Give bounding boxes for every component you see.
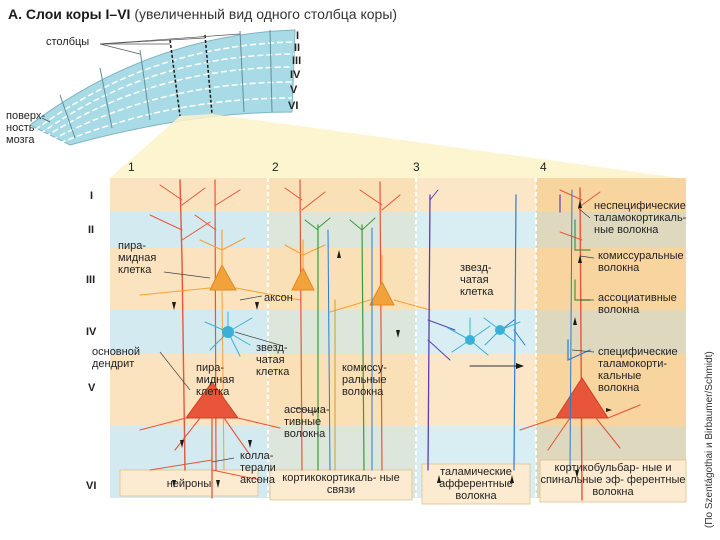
brain-surface-label: поверх- ность мозга [6,110,46,146]
axon-collaterals-label: колла- терали аксона [240,450,276,486]
figure-title-bold: А. Слои коры I–VI [8,6,131,22]
column-2-neurons [284,179,431,471]
nonspecific-fibers-label: неспецифические таламокортикаль- ные вол… [594,200,687,236]
layer-label-2: II [88,224,95,236]
inset-layer-1: I [296,30,300,42]
specific-fibers-label: специфические таламокорти- кальные волок… [598,346,678,394]
column-number-2: 2 [272,160,279,174]
figure-title-subtitle: (увеличенный вид одного столбца коры) [134,6,398,22]
column-1-neurons [139,179,301,499]
axon-label: аксон [264,292,293,304]
stellate-cell-right-label: звезд- чатая клетка [460,262,494,298]
columns-label: столбцы [46,36,90,48]
basal-dendrite-label: основной дендрит [92,346,140,370]
column-3-neurons [427,189,526,471]
figure-title: А. Слои коры I–VI (увеличенный вид одног… [8,6,397,22]
bottom-label-neurons: нейроны [166,478,212,490]
bottom-boxes [119,459,687,505]
association-fibers-label: ассоциа- тивные волокна [284,404,330,440]
pyramidal-cell-upper-label: пира- мидная клетка [118,240,157,276]
layer-label-6: VI [86,480,97,492]
label-pointers [159,207,595,463]
pyramidal-cell-lower-label: пира- мидная клетка [196,362,235,398]
direction-arrows [172,200,612,488]
source-credit: (По Szentágothai и Birbaumer/Schmidt) [704,351,715,528]
bottom-label-efferent: кортикобульбар- ные и спинальные эф- фер… [540,462,686,498]
column-4-neurons [519,187,641,501]
column-number-3: 3 [413,160,420,174]
inset-layer-6: VI [288,100,299,112]
layer-label-5: V [88,382,96,394]
layer-label-1: I [90,190,94,202]
commissural-fibers-mid-label: комиссу- ральные волокна [342,362,387,398]
association-fibers-right-label: ассоциативные волокна [598,292,677,316]
bottom-label-corticocortical: кортикокортикаль- ные связи [282,472,400,496]
stellate-cell-left-label: звезд- чатая клетка [256,342,290,378]
column-number-4: 4 [540,160,547,174]
inset-layer-4: IV [290,69,301,81]
inset-layer-2: II [294,42,301,54]
column-number-1: 1 [128,160,135,174]
commissural-fibers-right-label: комиссуральные волокна [598,250,684,274]
inset-cortex-slab [29,29,296,146]
layer-label-3: III [86,274,96,286]
bottom-label-thalamic-afferent: таламические афферентные волокна [439,466,513,502]
inset-layer-5: V [290,84,298,96]
inset-layer-3: III [292,55,302,67]
layer-label-4: IV [86,326,97,338]
expansion-wedge [110,114,680,178]
